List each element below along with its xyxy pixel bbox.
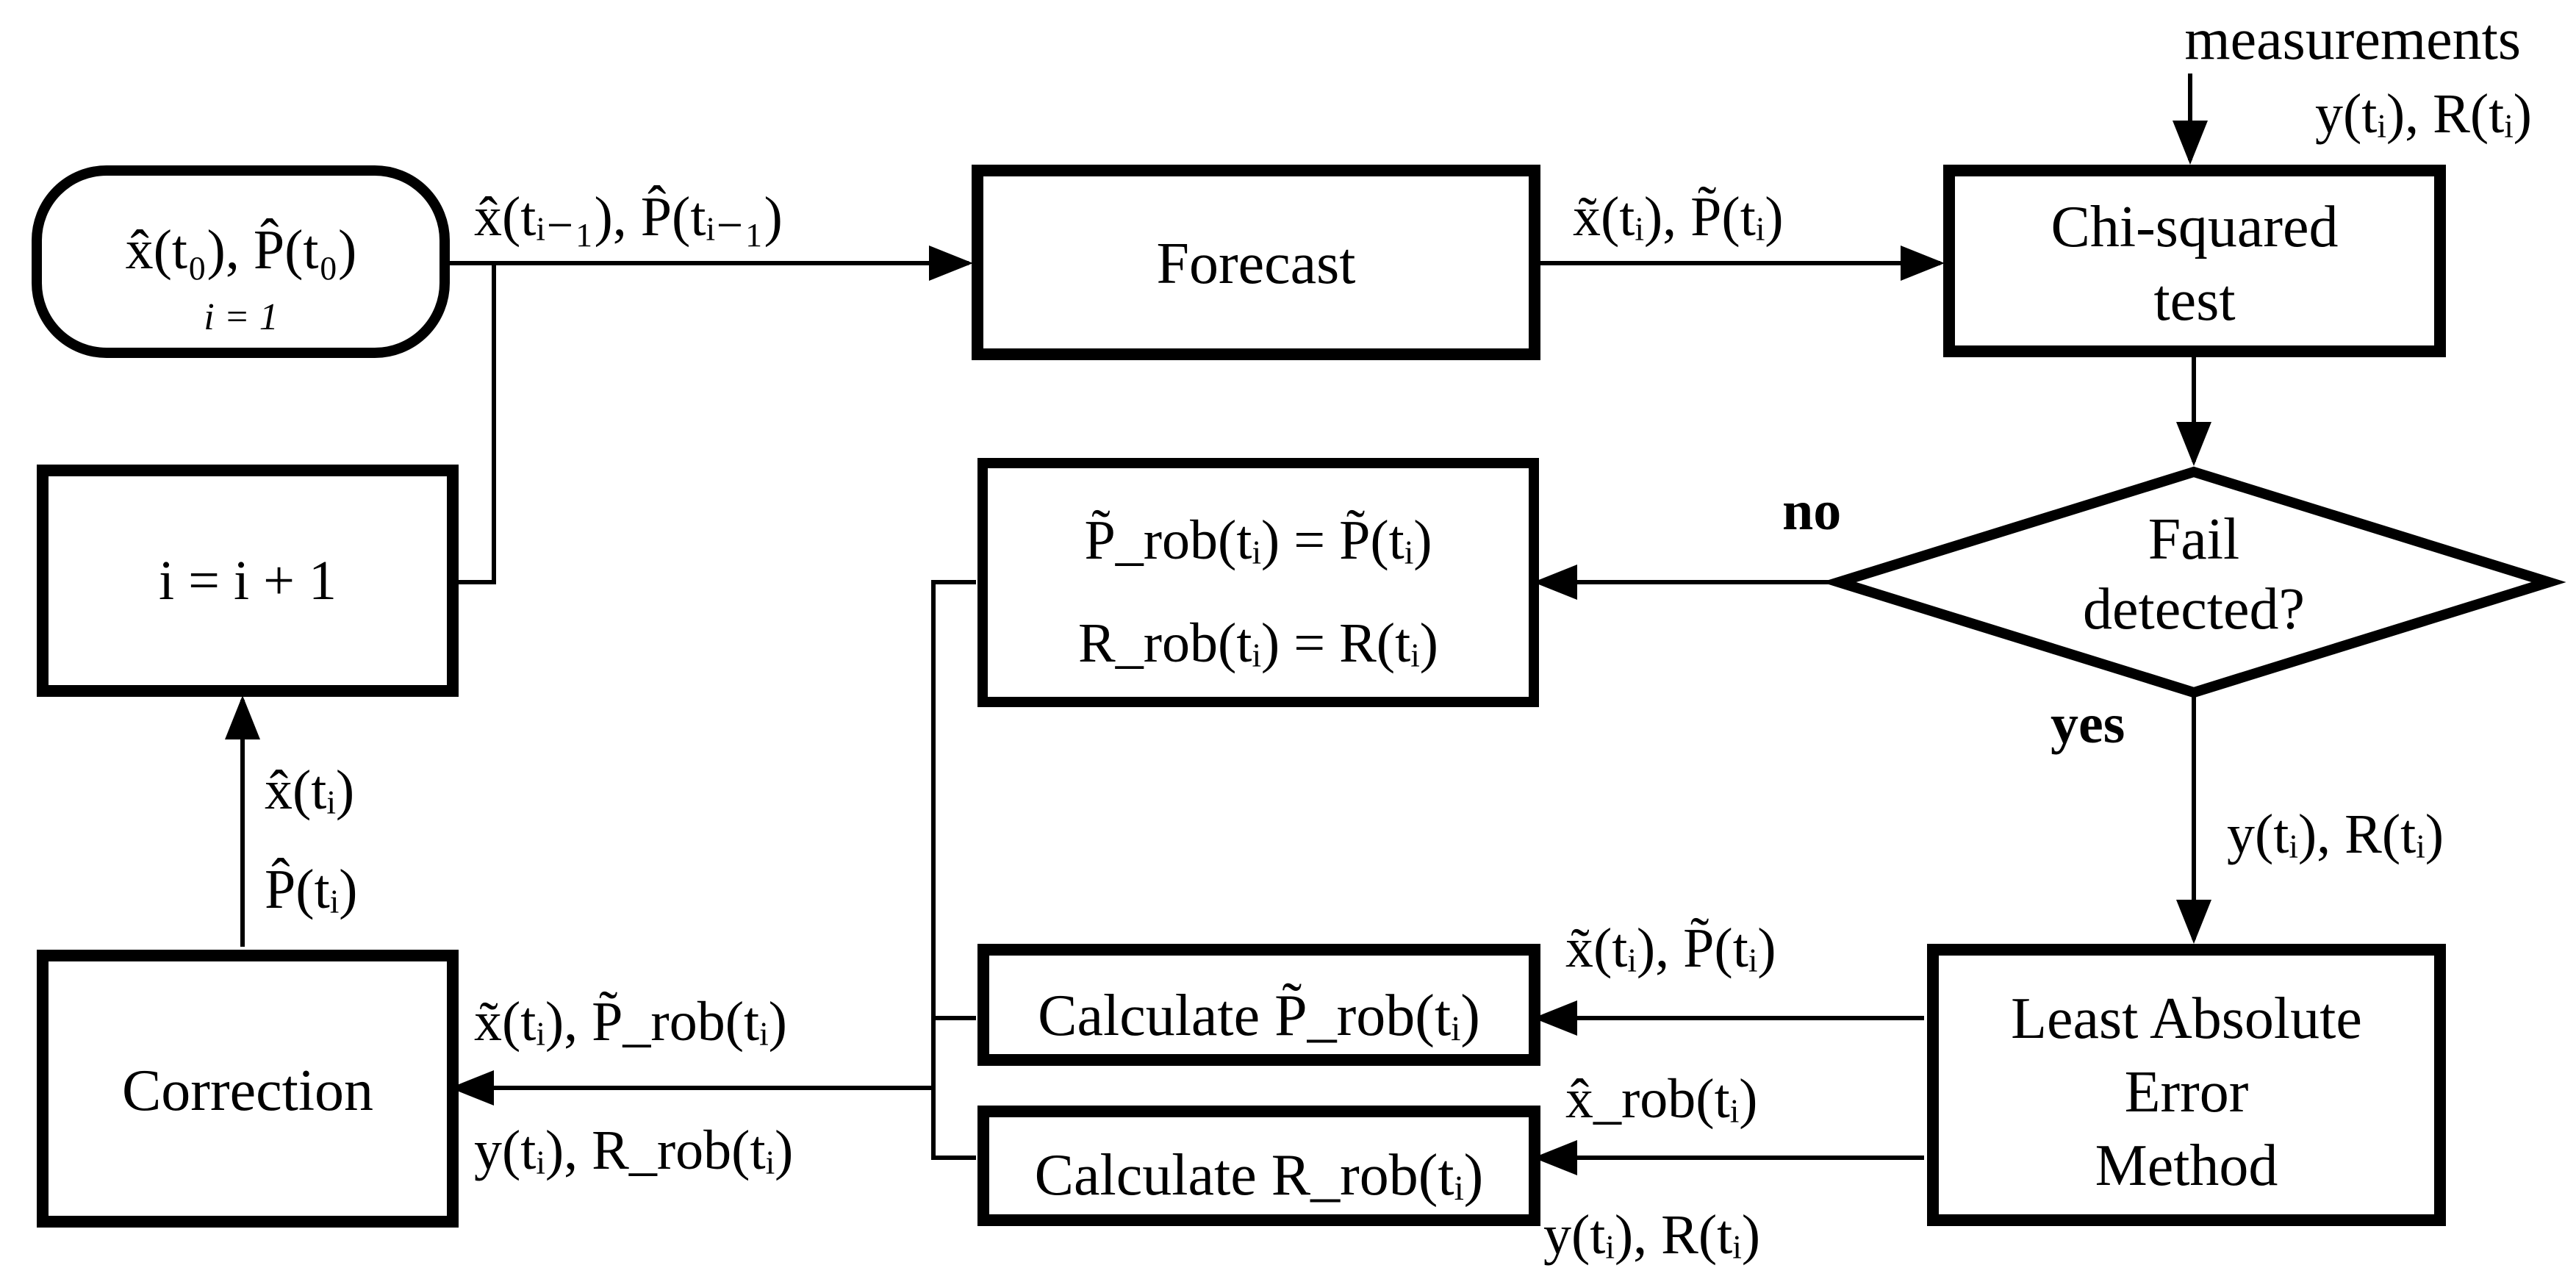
correction-input-meas-label: y(tᵢ), R_rob(tᵢ)	[474, 1119, 793, 1181]
node-robust-assignment: P̃_rob(tᵢ) = P̃(tᵢ) R_rob(tᵢ) = R(tᵢ)	[977, 458, 1539, 707]
rob-assign-line1: P̃_rob(tᵢ) = P̃(tᵢ)	[1084, 509, 1432, 571]
node-least-absolute-error: Least Absolute Error Method	[1927, 944, 2446, 1226]
node-correction: Correction	[37, 950, 459, 1228]
increment-label: i = i + 1	[159, 550, 337, 612]
node-forecast: Forecast	[972, 165, 1540, 360]
correction-input-state-label: x̃(tᵢ), P̃_rob(tᵢ)	[474, 991, 787, 1053]
correction-output-p-label: P̂(tᵢ)	[265, 857, 357, 920]
lae-line2: Error	[2125, 1060, 2249, 1125]
lae-line3: Method	[2095, 1133, 2278, 1198]
forecast-output-label: x̃(tᵢ), P̃(tᵢ)	[1573, 186, 1784, 248]
node-calculate-r-rob: Calculate R_rob(tᵢ)	[977, 1106, 1540, 1226]
correction-output-x-label: x̂(tᵢ)	[265, 759, 354, 821]
measurements-values-label: y(tᵢ), R(tᵢ)	[2315, 83, 2532, 145]
prev-state-label: x̂(tᵢ₋₁), P̂(tᵢ₋₁)	[474, 184, 783, 248]
node-fail-detected-decision: Fail detected?	[1821, 466, 2566, 698]
edge-increment-loop	[454, 263, 496, 584]
correction-label: Correction	[122, 1058, 373, 1123]
lae-input-r-label: y(tᵢ), R(tᵢ)	[1543, 1204, 1760, 1266]
forecast-label: Forecast	[1156, 232, 1355, 296]
node-calculate-p-rob: Calculate P̃_rob(tᵢ)	[977, 944, 1540, 1066]
edge-collector-bus	[931, 580, 976, 1160]
lae-xrob-label: x̂_rob(tᵢ)	[1565, 1068, 1757, 1130]
decision-line1: Fail	[2148, 507, 2239, 572]
chi-test-line1: Chi-squared	[2051, 195, 2338, 259]
decision-line2: detected?	[2083, 577, 2305, 642]
chi-test-line2: test	[2153, 268, 2235, 333]
node-increment: i = i + 1	[37, 465, 459, 697]
calc-r-label: Calculate R_rob(tᵢ)	[1035, 1143, 1484, 1208]
rob-assign-line2: R_rob(tᵢ) = R(tᵢ)	[1078, 612, 1438, 674]
calc-p-label: Calculate P̃_rob(tᵢ)	[1038, 984, 1480, 1048]
lae-line1: Least Absolute	[2011, 986, 2362, 1051]
lae-input-p-label: x̃(tᵢ), P̃(tᵢ)	[1565, 917, 1776, 979]
node-chi-squared-test: Chi-squared test	[1943, 165, 2446, 357]
measurements-label: measurements	[2184, 7, 2521, 72]
start-state-label: x̂(t₀), P̂(t₀)	[126, 218, 357, 281]
no-label: no	[1782, 480, 1841, 542]
node-start: x̂(t₀), P̂(t₀) i = 1	[32, 165, 450, 358]
yes-label: yes	[2051, 693, 2125, 755]
yes-measurements-label: y(tᵢ), R(tᵢ)	[2227, 803, 2444, 865]
start-index-label: i = 1	[204, 296, 279, 338]
